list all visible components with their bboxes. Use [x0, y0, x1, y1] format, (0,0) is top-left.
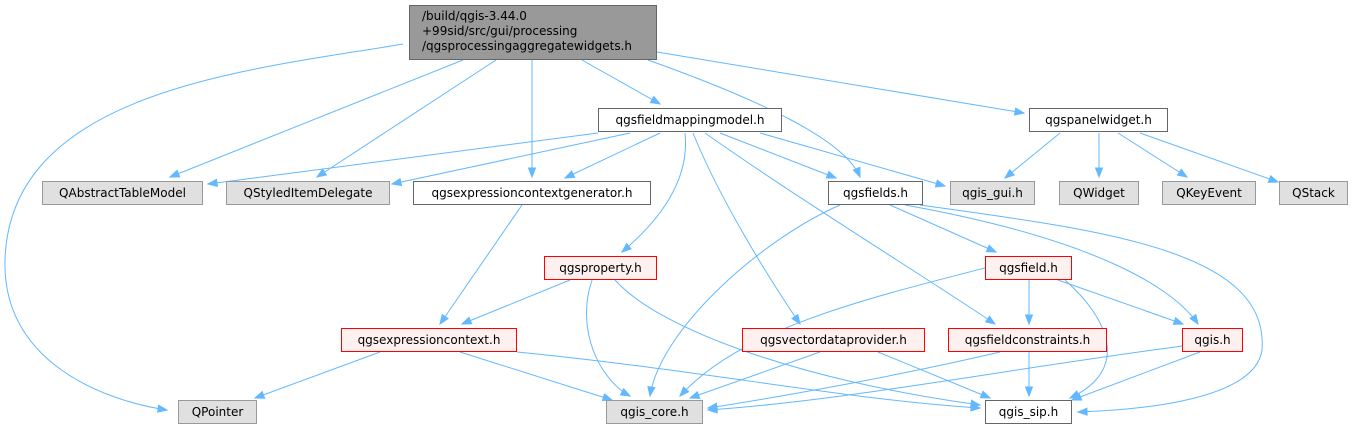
arrowhead-fields-to-qgis_core [647, 386, 656, 398]
node-qgsvectordataprovider[interactable]: qgsvectordataprovider.h [742, 328, 925, 352]
arrowhead-expressioncontext-to-qpointer [253, 390, 266, 399]
edge-field-to-qgis_core [679, 267, 986, 397]
node-qgis-gui: qgis_gui.h [950, 181, 1035, 205]
edge-property-to-expressioncontext [461, 279, 571, 325]
node-qgspanelwidget[interactable]: qgspanelwidget.h [1029, 108, 1168, 132]
arrowhead-fieldconstraints-to-qgis_sip [1024, 386, 1034, 398]
edge-expressioncontext-to-qgis_sip [516, 351, 981, 409]
arrowhead-fieldmappingmodel-to-property [620, 242, 632, 253]
arrowhead-root-to-qpointer [157, 404, 169, 413]
edge-fieldmappingmodel-to-vectordataprovider [692, 132, 801, 325]
arrowhead-root-to-fields [852, 166, 861, 179]
edge-qgis-to-qgis_core [707, 344, 1191, 411]
edge-fieldmappingmodel-to-property [621, 132, 687, 253]
arrowhead-panelwidget-to-qkeyevent [1176, 168, 1189, 178]
edge-fieldmappingmodel-to-qabstracttablemodel [207, 132, 599, 185]
root-path-line-3: /qgsprocessingaggregatewidgets.h [422, 39, 633, 53]
arrowhead-qgis-to-qgis_sip [1070, 392, 1083, 401]
node-qgsfieldmappingmodel[interactable]: qgsfieldmappingmodel.h [598, 108, 782, 132]
arrowhead-vectordataprovider-to-qgis_core [688, 390, 701, 399]
arrowhead-property-to-qgis_core [619, 387, 632, 397]
edge-fieldmappingmodel-to-fields [719, 132, 837, 179]
edge-field-to-qgis [1057, 279, 1184, 325]
arrowhead-panelwidget-to-qstack [1267, 174, 1280, 183]
edge-fields-to-field [889, 204, 997, 253]
edge-root-to-fields [647, 59, 861, 178]
edge-fieldmappingmodel-to-qgis_gui [759, 132, 946, 187]
node-qgis-core: qgis_core.h [606, 400, 703, 424]
edge-root-to-qstyleditemdelegate [316, 59, 497, 178]
arrowhead-fieldmappingmodel-to-qgis_gui [934, 179, 947, 188]
node-qabstracttablemodel: QAbstractTableModel [42, 181, 203, 205]
arrowhead-root-to-expressioncontextgenerator [527, 167, 537, 179]
arrowhead-root-to-qstyleditemdelegate [315, 168, 328, 178]
node-qgsexpressioncontextgenerator[interactable]: qgsexpressioncontextgenerator.h [413, 181, 651, 205]
node-qgsexpressioncontext[interactable]: qgsexpressioncontext.h [341, 328, 517, 352]
node-qstack: QStack [1279, 181, 1348, 205]
arrowhead-fields-to-qgis_sip [1076, 407, 1088, 416]
arrowhead-panelwidget-to-qgis_gui [1003, 168, 1016, 179]
arrowhead-qgis-to-qgis_core [706, 405, 718, 414]
edge-qgis-to-qgis_sip [1071, 351, 1201, 401]
arrowhead-panelwidget-to-qwidget [1094, 167, 1104, 179]
node-qstyleditemdelegate: QStyledItemDelegate [226, 181, 390, 205]
node-qwidget: QWidget [1059, 181, 1139, 205]
root-path-line-1: /build/qgis-3.44.0 [422, 9, 527, 23]
edge-root-to-qabstracttablemodel [169, 59, 464, 178]
arrowhead-root-to-panelwidget [1013, 107, 1026, 116]
edge-property-to-qgis_core [586, 279, 631, 397]
edge-fields-to-qgis_core [649, 204, 841, 397]
arrowhead-fieldmappingmodel-to-vectordataprovider [791, 313, 801, 326]
edge-panelwidget-to-qkeyevent [1117, 132, 1188, 178]
node-qgsfields[interactable]: qgsfields.h [828, 181, 923, 205]
arrowhead-field-to-fieldconstraints [1024, 314, 1034, 326]
arrowhead-expressioncontext-to-qgis_sip [970, 403, 982, 412]
node-qpointer: QPointer [178, 400, 257, 424]
edge-vectordataprovider-to-qgis_sip [877, 351, 991, 399]
edge-vectordataprovider-to-qgis_core [689, 351, 821, 399]
arrowhead-vectordataprovider-to-qgis_sip [979, 390, 992, 399]
node-qgsproperty[interactable]: qgsproperty.h [544, 256, 657, 280]
edge-fieldmappingmodel-to-qstyleditemdelegate [391, 132, 631, 185]
edge-panelwidget-to-qgis_gui [1004, 132, 1061, 179]
arrowhead-fieldmappingmodel-to-fieldconstraints [984, 315, 997, 325]
node-root-file[interactable]: /build/qgis-3.44.0 +99sid/src/gui/proces… [409, 5, 657, 60]
edge-fieldmappingmodel-to-fieldconstraints [704, 132, 996, 325]
edge-fields-to-qgis_sip [919, 204, 1263, 413]
arrowhead-fields-to-field [985, 244, 998, 253]
arrowhead-fields-to-qgis [1189, 313, 1199, 326]
edge-expressioncontextgenerator-to-expressioncontext [439, 204, 523, 325]
edge-root-to-panelwidget [656, 51, 1025, 114]
edge-root-to-fieldmappingmodel [581, 59, 661, 105]
edge-expressioncontext-to-qgis_core [459, 351, 613, 401]
edge-fieldmappingmodel-to-expressioncontextgenerator [564, 132, 661, 179]
root-path-line-2: +99sid/src/gui/processing [422, 24, 578, 38]
edge-fieldconstraints-to-qgis_core [707, 351, 1001, 409]
node-qgis[interactable]: qgis.h [1182, 328, 1243, 352]
edge-expressioncontext-to-qpointer [254, 351, 381, 399]
node-qkeyevent: QKeyEvent [1162, 181, 1256, 205]
arrowhead-field-to-qgis [1172, 316, 1185, 325]
arrowhead-fieldmappingmodel-to-fields [825, 170, 838, 179]
node-qgsfieldconstraints[interactable]: qgsfieldconstraints.h [948, 328, 1107, 352]
edge-fields-to-qgis [904, 204, 1199, 325]
node-qgis-sip[interactable]: qgis_sip.h [985, 400, 1072, 424]
arrowhead-root-to-fieldmappingmodel [649, 95, 662, 105]
arrowhead-field-to-qgis_core [679, 386, 690, 398]
edge-panelwidget-to-qstack [1139, 132, 1279, 183]
edge-root-to-qpointer [4, 43, 404, 411]
arrowhead-property-to-expressioncontext [460, 316, 473, 325]
node-qgsfield[interactable]: qgsfield.h [985, 256, 1072, 280]
arrowhead-root-to-qabstracttablemodel [168, 169, 181, 178]
arrowhead-fieldmappingmodel-to-expressioncontextgenerator [563, 170, 576, 179]
arrowhead-fieldmappingmodel-to-qabstracttablemodel [206, 178, 218, 187]
arrowhead-expressioncontextgenerator-to-expressioncontext [439, 313, 449, 326]
arrowhead-fieldmappingmodel-to-qstyleditemdelegate [390, 177, 403, 187]
